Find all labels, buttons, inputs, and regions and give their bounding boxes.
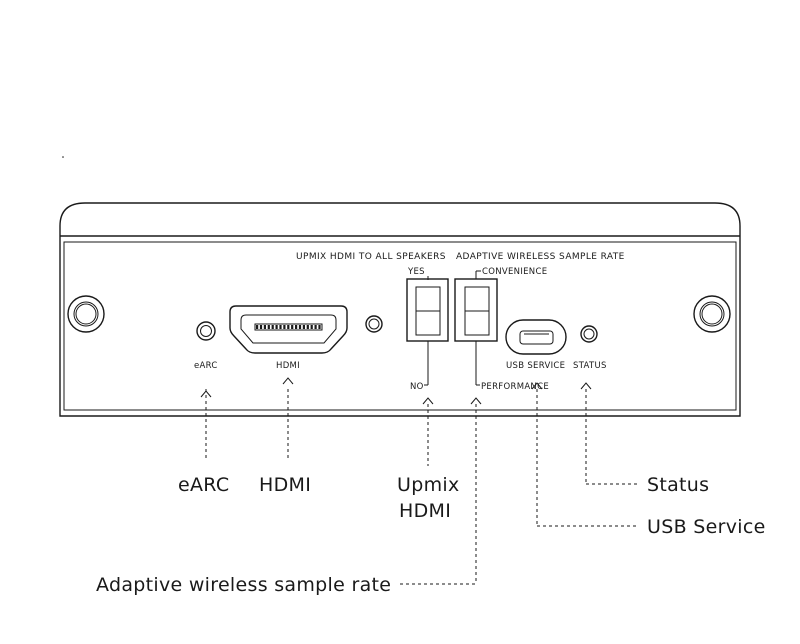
label-usb-service: USB SERVICE bbox=[506, 361, 565, 371]
leader-adaptive bbox=[400, 397, 482, 585]
label-status: STATUS bbox=[573, 361, 607, 371]
leader-usb bbox=[531, 382, 637, 527]
leader-hdmi bbox=[282, 377, 294, 460]
header-adaptive: ADAPTIVE WIRELESS SAMPLE RATE bbox=[456, 252, 625, 262]
hdmi-pin bbox=[271, 325, 274, 329]
right-screw bbox=[693, 295, 731, 333]
header-upmix: UPMIX HDMI TO ALL SPEAKERS bbox=[296, 252, 446, 262]
hdmi-pin bbox=[291, 325, 294, 329]
callout-upmix-line1: Upmix bbox=[397, 474, 460, 496]
panel-outline bbox=[59, 202, 741, 417]
hdmi-pin bbox=[306, 325, 309, 329]
hdmi-pin bbox=[302, 325, 305, 329]
hdmi-pin bbox=[310, 325, 313, 329]
hdmi-pin bbox=[263, 325, 266, 329]
label-earc: eARC bbox=[194, 361, 218, 371]
callout-status: Status bbox=[647, 474, 709, 496]
label-no: NO bbox=[410, 382, 424, 392]
hdmi-port bbox=[229, 305, 348, 354]
hdmi-pin bbox=[298, 325, 302, 329]
stray-dot bbox=[62, 156, 64, 158]
leader-status bbox=[580, 382, 637, 485]
leader-upmix bbox=[422, 397, 434, 466]
upmix-switch bbox=[406, 276, 449, 386]
hdmi-pin bbox=[267, 325, 270, 329]
label-yes: YES bbox=[407, 267, 425, 277]
hdmi-pin bbox=[295, 325, 298, 329]
adaptive-switch bbox=[454, 270, 498, 386]
hdmi-pin bbox=[314, 325, 317, 329]
status-led bbox=[580, 325, 598, 343]
callout-adaptive: Adaptive wireless sample rate bbox=[96, 574, 391, 596]
callout-usb-service: USB Service bbox=[647, 516, 766, 538]
leader-earc bbox=[200, 389, 212, 460]
label-performance: PERFORMANCE bbox=[481, 382, 549, 392]
callout-earc: eARC bbox=[178, 474, 229, 496]
earc-port bbox=[196, 321, 216, 341]
hdmi-pin bbox=[256, 325, 259, 329]
hdmi-pins bbox=[256, 325, 321, 329]
hdmi-pin bbox=[275, 325, 278, 329]
hdmi-pin bbox=[259, 325, 263, 329]
callout-upmix-line2: HDMI bbox=[399, 500, 451, 522]
hdmi-pin bbox=[283, 325, 286, 329]
label-convenience: CONVENIENCE bbox=[482, 267, 547, 277]
hdmi-pin bbox=[318, 325, 321, 329]
usb-service-port bbox=[505, 319, 567, 355]
callout-hdmi: HDMI bbox=[259, 474, 311, 496]
left-screw bbox=[67, 295, 105, 333]
label-hdmi: HDMI bbox=[276, 361, 300, 371]
hdmi-pin bbox=[279, 325, 282, 329]
hdmi-pin bbox=[287, 325, 290, 329]
center-screw bbox=[365, 315, 383, 333]
panel-inner-plate bbox=[63, 241, 737, 411]
